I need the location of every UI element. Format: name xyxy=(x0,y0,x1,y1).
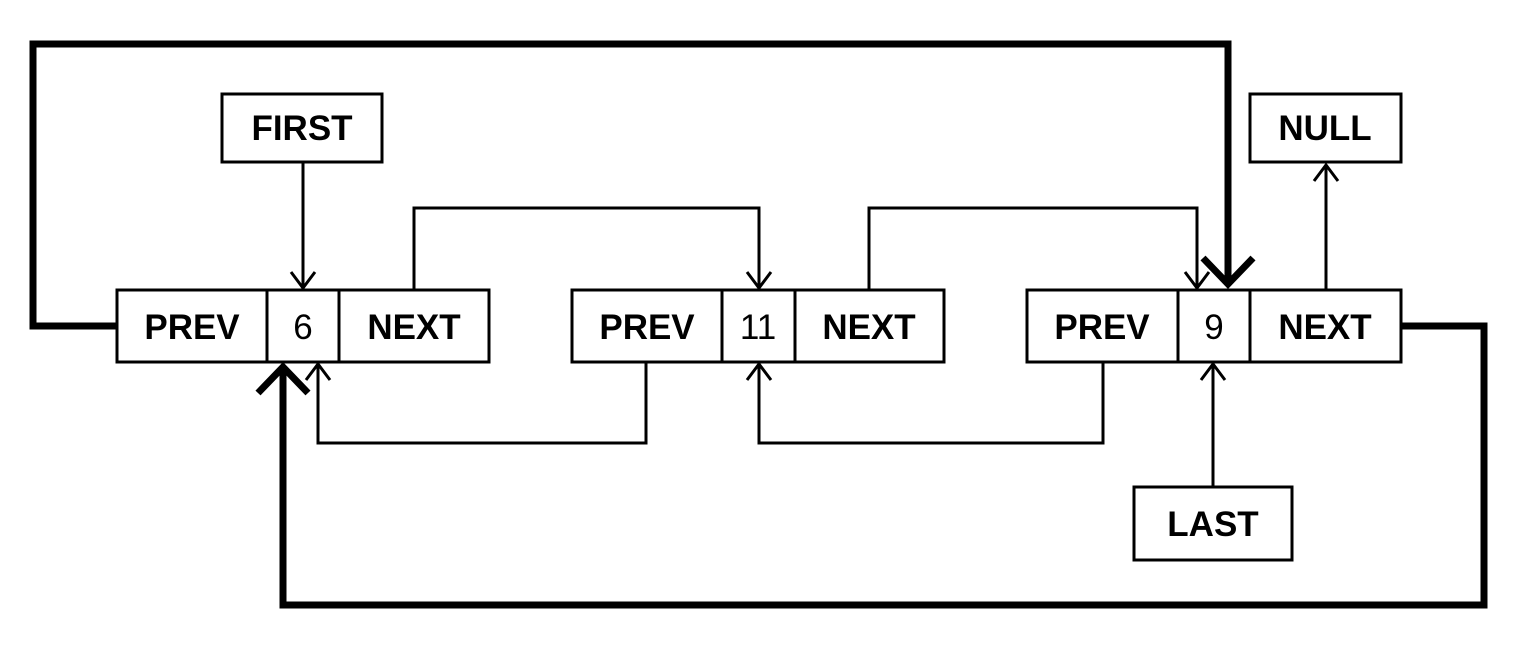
null-arrowhead-icon xyxy=(1312,162,1340,182)
wrap-next-link-bottom xyxy=(279,322,1488,609)
node2-next-link xyxy=(867,206,1199,290)
node3-prev-link xyxy=(757,362,1105,445)
node1-value: 6 xyxy=(293,308,312,347)
node3-value: 9 xyxy=(1204,308,1223,347)
node2-next-arrowhead-icon xyxy=(1183,271,1211,291)
node2-prev-label: PREV xyxy=(599,308,695,347)
node1-next-arrowhead-icon xyxy=(745,271,773,291)
last-label: LAST xyxy=(1167,505,1258,544)
node1-prev-label: PREV xyxy=(144,308,240,347)
wrap-prev-arrowhead-icon xyxy=(1200,255,1256,290)
node2-prev-arrowhead-icon xyxy=(304,361,332,381)
wrap-next-arrowhead-icon xyxy=(255,361,311,396)
list-node-2: PREV 11 NEXT xyxy=(570,288,946,364)
first-arrowhead-icon xyxy=(289,271,317,291)
null-label: NULL xyxy=(1278,109,1371,148)
node3-prev-arrowhead-icon xyxy=(745,361,773,381)
first-label: FIRST xyxy=(251,109,352,148)
node2-next-label: NEXT xyxy=(822,308,915,347)
node3-prev-label: PREV xyxy=(1054,308,1150,347)
node3-next-label: NEXT xyxy=(1278,308,1371,347)
last-arrowhead-icon xyxy=(1199,361,1227,381)
list-node-3: PREV 9 NEXT xyxy=(1025,288,1403,364)
first-pointer: FIRST xyxy=(220,92,384,164)
wrap-prev-link-top xyxy=(29,40,1232,330)
last-pointer: LAST xyxy=(1132,485,1294,562)
node1-next-label: NEXT xyxy=(367,308,460,347)
list-node-1: PREV 6 NEXT xyxy=(115,288,491,364)
node2-prev-link xyxy=(316,362,648,445)
null-pointer: NULL xyxy=(1248,92,1403,164)
node1-next-link xyxy=(412,206,761,290)
node2-value: 11 xyxy=(740,308,776,347)
